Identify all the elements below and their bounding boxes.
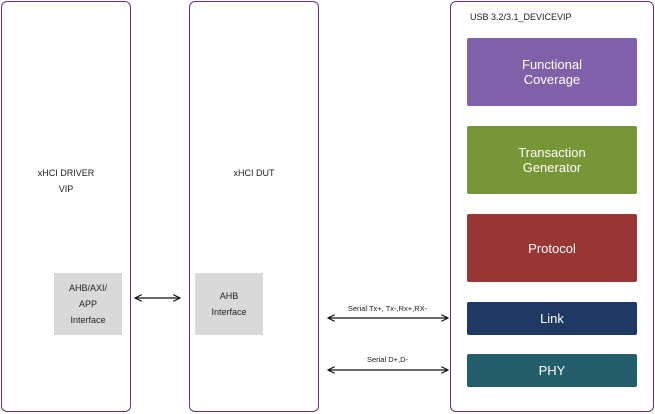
transaction-generator-block: Transaction Generator	[467, 126, 637, 194]
xhci-driver-vip-panel	[1, 1, 131, 412]
usb-device-vip-label: USB 3.2/3.1_DEVICEVIP	[470, 12, 572, 22]
serial-hs-connection-label: Serial D+,D-	[366, 355, 409, 364]
protocol-block: Protocol	[467, 214, 637, 282]
driver-ahb-axi-app-interface: AHB/AXI/ APP Interface	[54, 273, 122, 335]
xhci-dut-panel	[189, 1, 319, 412]
dut-ahb-interface: AHB Interface	[195, 273, 263, 335]
serial-ss-connection-label: Serial Tx+, Tx-,Rx+,RX-	[347, 304, 428, 313]
xhci-dut-label: xHCI DUT	[233, 168, 275, 178]
xhci-driver-vip-label: xHCI DRIVER VIP	[37, 168, 95, 194]
phy-block: PHY	[467, 354, 637, 387]
link-block: Link	[467, 302, 637, 335]
functional-coverage-block: Functional Coverage	[467, 38, 637, 106]
